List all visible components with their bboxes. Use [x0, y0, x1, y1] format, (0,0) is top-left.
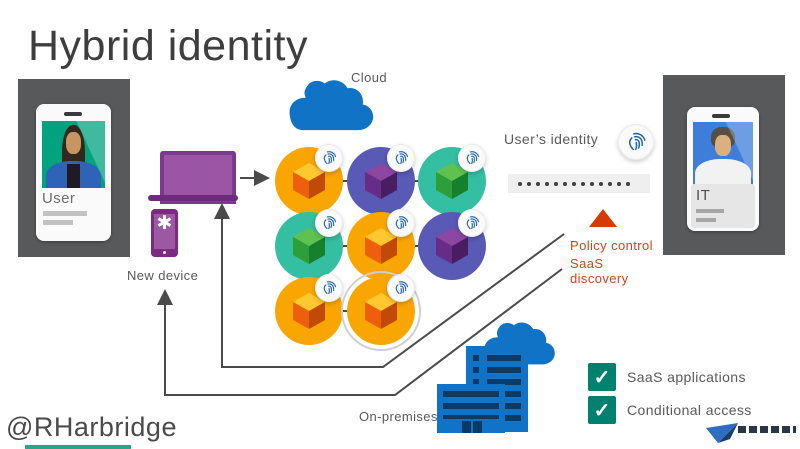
footer-accent-bar — [25, 445, 131, 449]
on-premises-label: On-premises — [359, 409, 438, 424]
user-panel: User — [18, 79, 130, 257]
logo-mark-icon — [706, 423, 738, 443]
app-node-teal — [418, 144, 486, 215]
password-dot — [626, 181, 630, 186]
checklist-row: ✓ SaaS applications — [588, 363, 752, 391]
cloud-icon — [282, 75, 377, 132]
checklist: ✓ SaaS applications ✓ Conditional access — [588, 363, 752, 429]
fingerprint-icon — [618, 124, 654, 160]
password-dot — [518, 181, 522, 186]
password-dot — [581, 181, 585, 186]
text-bar — [43, 211, 87, 216]
password-dot — [554, 181, 558, 186]
password-field — [508, 174, 650, 193]
company-logo — [700, 420, 796, 446]
author-handle: @RHarbridge — [6, 412, 177, 442]
policy-control-label: Policy control — [570, 238, 653, 253]
fingerprint-icon — [387, 209, 415, 237]
app-node-indigo — [347, 144, 415, 215]
password-dot — [527, 181, 531, 186]
asterisk-icon: ✱ — [156, 213, 173, 234]
policy-to-laptop-line — [214, 203, 565, 368]
password-dot — [545, 181, 549, 186]
it-label: IT — [696, 187, 711, 204]
app-node-teal — [275, 209, 343, 280]
checklist-label: SaaS applications — [627, 369, 746, 385]
warning-triangle-icon — [589, 209, 617, 227]
discovery-to-new-device-line — [157, 268, 563, 396]
password-dot — [599, 181, 603, 186]
checkmark-icon: ✓ — [588, 363, 616, 391]
fingerprint-icon — [458, 209, 486, 237]
phone-speaker — [64, 112, 82, 116]
it-photo — [693, 122, 753, 185]
checklist-row: ✓ Conditional access — [588, 396, 752, 424]
saas-discovery-label: SaaS discovery — [570, 256, 629, 286]
fingerprint-icon — [315, 274, 343, 302]
fingerprint-icon — [387, 274, 415, 302]
it-panel: IT — [663, 75, 785, 255]
new-device-label: New device — [127, 268, 199, 283]
new-device-phone: ✱ — [151, 209, 178, 257]
building-icon — [437, 384, 505, 433]
app-node-orange — [347, 209, 415, 280]
fingerprint-icon — [458, 144, 486, 172]
door — [462, 421, 471, 433]
cloud-label: Cloud — [351, 70, 387, 85]
fingerprint-icon — [387, 144, 415, 172]
text-bar — [43, 220, 73, 225]
password-dot — [563, 181, 567, 186]
it-card: IT — [691, 184, 755, 228]
fingerprint-icon — [315, 209, 343, 237]
users-identity-label: User’s identity — [504, 131, 599, 147]
checklist-label: Conditional access — [627, 402, 752, 418]
password-dot — [608, 181, 612, 186]
fingerprint-icon — [315, 144, 343, 172]
door — [473, 421, 482, 433]
logo-text — [738, 426, 796, 433]
text-bar — [696, 209, 724, 213]
checkmark-icon: ✓ — [588, 396, 616, 424]
phone-speaker — [712, 114, 730, 118]
text-bar — [696, 218, 716, 222]
password-dot — [536, 181, 540, 186]
page-title: Hybrid identity — [28, 22, 308, 70]
home-button — [163, 251, 166, 254]
phone-screen — [154, 214, 175, 249]
user-label: User — [42, 190, 76, 207]
user-phone: User — [36, 104, 111, 241]
app-node-orange — [275, 274, 343, 345]
app-node-indigo — [418, 209, 486, 280]
it-phone: IT — [687, 107, 759, 231]
user-photo — [42, 121, 105, 188]
app-node-orange — [341, 271, 421, 351]
password-dot — [617, 181, 621, 186]
password-dot — [572, 181, 576, 186]
app-node-orange — [275, 144, 343, 215]
password-dot — [590, 181, 594, 186]
laptop-base — [148, 195, 238, 201]
